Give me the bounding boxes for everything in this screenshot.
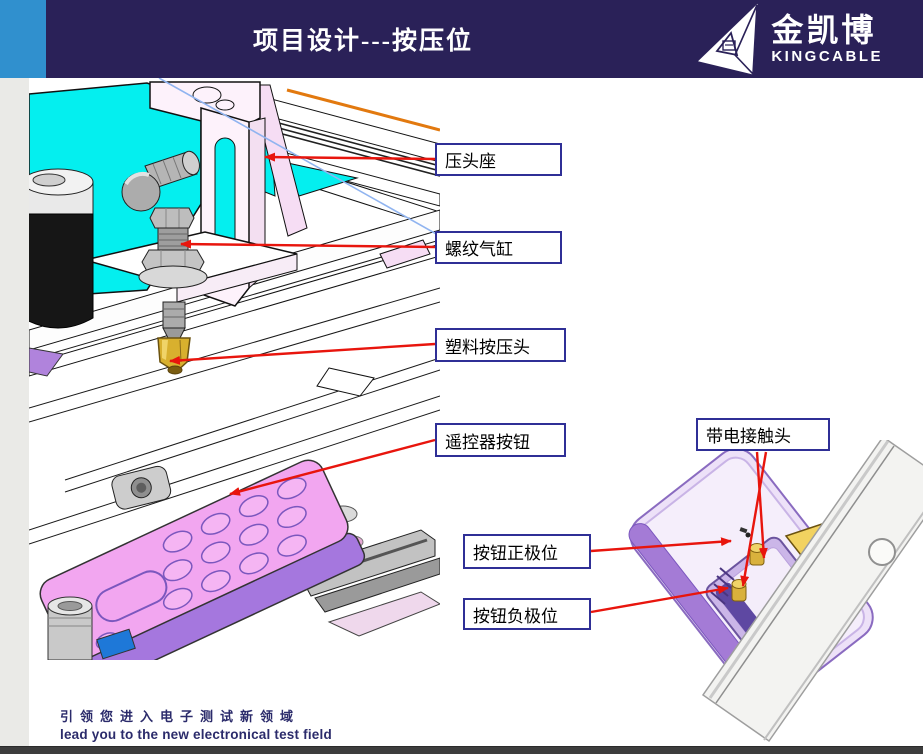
- bed-tab: [111, 465, 172, 510]
- callout-label: 按钮负极位: [473, 606, 558, 626]
- logo-text: 金凯博 KINGCABLE: [771, 14, 883, 64]
- title-bar: 项目设计---按压位 金凯博 KINGCABLE: [0, 0, 923, 78]
- callout-press-head-seat: 压头座: [435, 143, 562, 176]
- black-cylinder: [29, 168, 94, 329]
- cover-plate: [701, 440, 923, 743]
- header-accent-square: [0, 0, 46, 78]
- callout-label: 压头座: [445, 152, 496, 171]
- kingcable-logo-icon: [698, 3, 759, 75]
- bottom-edge-bar: [0, 746, 923, 754]
- footer-slogan-en: lead you to the new electronical test fi…: [60, 727, 332, 742]
- callout-plastic-press-head: 塑料按压头: [435, 328, 566, 362]
- footer-slogan-cn: 引领您进入电子测试新领域: [60, 709, 301, 724]
- left-margin-strip: [0, 78, 29, 746]
- callout-threaded-cylinder: 螺纹气缸: [435, 231, 562, 264]
- callout-label: 按钮正极位: [473, 544, 558, 563]
- logo-en-text: KINGCABLE: [771, 48, 883, 65]
- footer-slogan: 引领您进入电子测试新领域 lead you to the new electro…: [60, 706, 332, 742]
- callout-label: 螺纹气缸: [445, 240, 513, 259]
- press-station-render: [29, 78, 440, 660]
- callout-label: 塑料按压头: [445, 337, 530, 357]
- contact-detail-render: [628, 440, 923, 743]
- kingcable-logo: 金凯博 KINGCABLE: [695, 3, 883, 75]
- callout-live-contact: 带电接触头: [696, 418, 830, 451]
- logo-cn-text: 金凯博: [771, 12, 877, 48]
- silver-cylinder: [47, 596, 93, 660]
- page-title: 项目设计---按压位: [253, 28, 473, 55]
- callout-remote-button: 遥控器按钮: [435, 423, 566, 457]
- remote-control: [39, 459, 366, 660]
- callout-label: 遥控器按钮: [445, 432, 530, 452]
- callout-positive-pole: 按钮正极位: [463, 534, 591, 569]
- callout-label: 带电接触头: [706, 427, 791, 446]
- callout-negative-pole: 按钮负极位: [463, 598, 591, 630]
